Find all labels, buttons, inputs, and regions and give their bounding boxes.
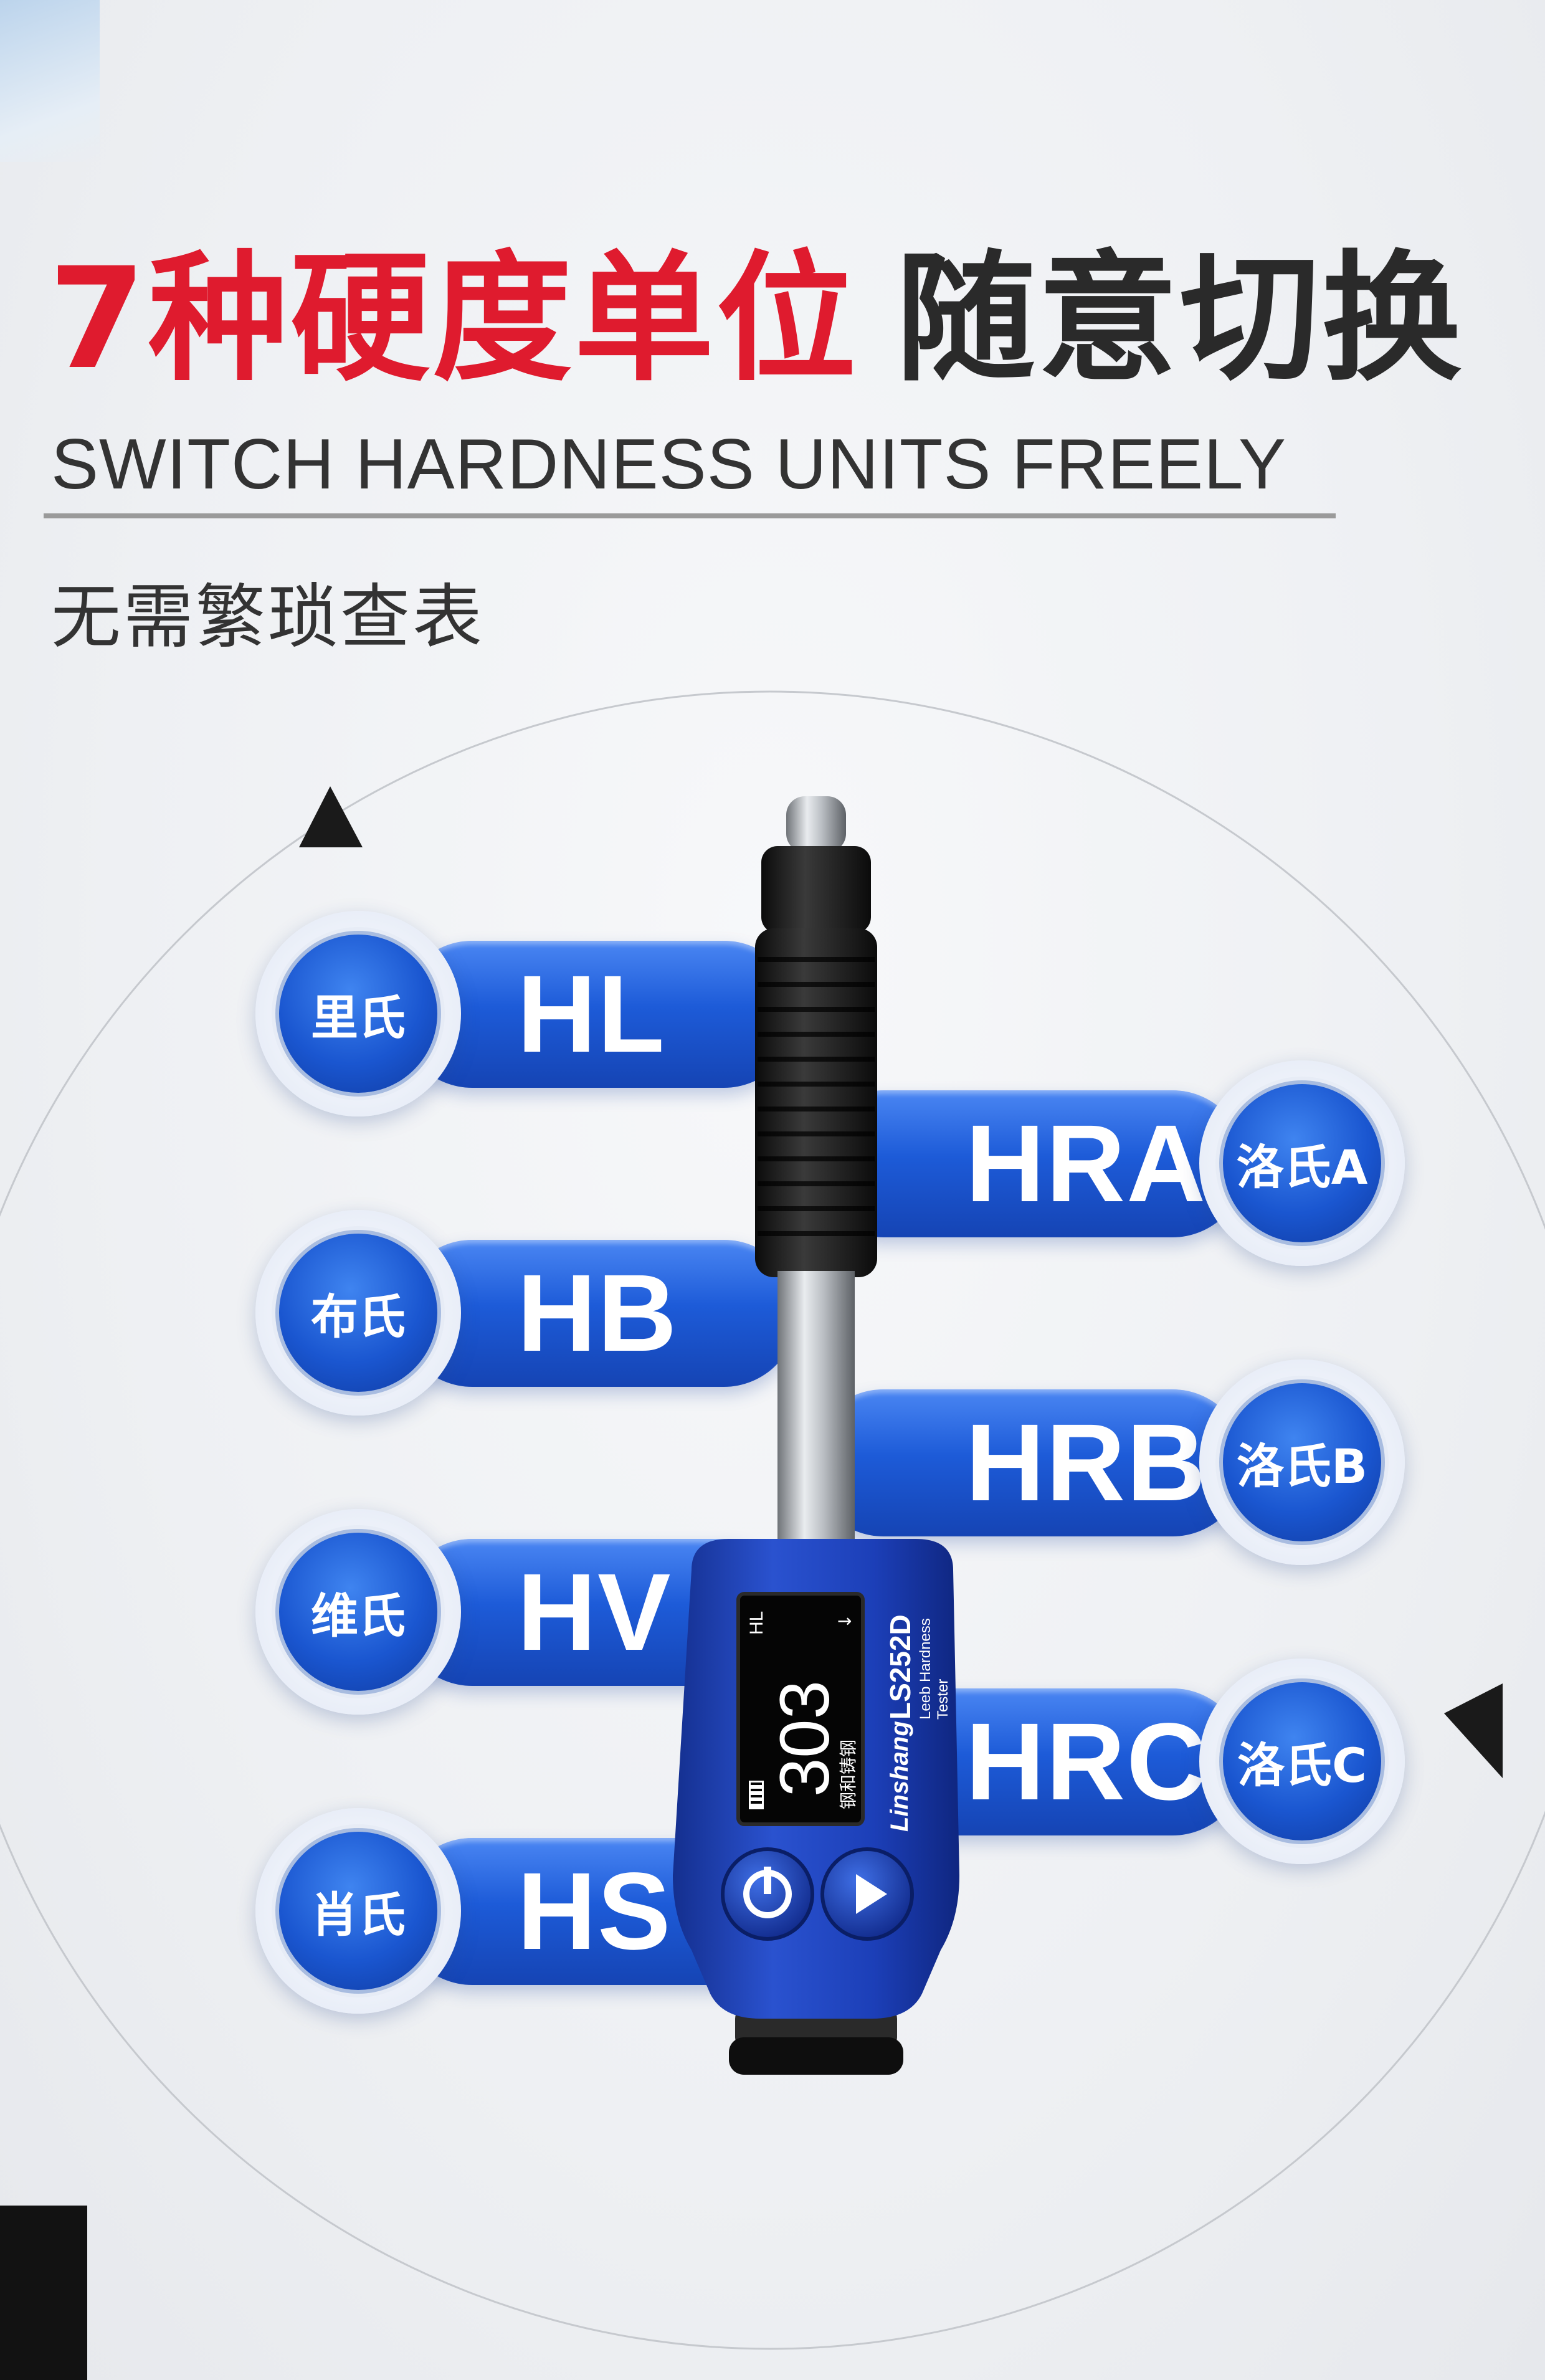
title-divider (44, 513, 1336, 518)
device-model-desc: Leeb Hardness Tester (917, 1618, 948, 1720)
page-subtitle: SWITCH HARDNESS UNITS FREELY (51, 425, 1287, 504)
unit-name: 洛氏C (1237, 1738, 1367, 1793)
probe-shaft (777, 1271, 855, 1583)
unit-badge-hra[interactable]: 洛氏A (1199, 1060, 1405, 1266)
probe-tip (786, 796, 846, 852)
device-brand: Linshang (886, 1721, 913, 1832)
battery-icon (749, 1781, 764, 1809)
screen-material: 钢和铸钢 (838, 1739, 858, 1809)
screen-unit: HL (746, 1611, 767, 1635)
page-title: 7种硬度单位随意切换 (49, 249, 1464, 389)
unit-name: 洛氏B (1237, 1439, 1367, 1494)
unit-badge-hrc[interactable]: 洛氏C (1199, 1659, 1405, 1864)
device-model: LS252D (884, 1614, 916, 1720)
unit-name: 洛氏A (1236, 1140, 1368, 1195)
unit-pill-hl[interactable]: HL (399, 941, 797, 1088)
unit-name: 维氏 (311, 1588, 406, 1644)
unit-code: HRC (966, 1701, 1207, 1823)
unit-badge-hv[interactable]: 维氏 (255, 1509, 461, 1715)
unit-code: HS (517, 1850, 672, 1973)
grip-ridges (758, 957, 875, 1236)
unit-name: 布氏 (311, 1289, 406, 1345)
device-label: Linshang LS252D Leeb Hardness Tester (880, 1595, 948, 1832)
tagline: 无需繁琐查表 (51, 577, 485, 658)
corner-accent-bottom-left (0, 2206, 87, 2380)
unit-badge-hb[interactable]: 布氏 (255, 1210, 461, 1416)
title-rest: 随意切换 (895, 237, 1464, 400)
screen-reading: 303 (766, 1680, 844, 1797)
triangle-arrow-icon (299, 786, 363, 847)
corner-accent-top-left (0, 0, 100, 162)
probe-grip (755, 928, 877, 1277)
unit-name: 肖氏 (311, 1887, 406, 1943)
screen-display: HL 303 钢和铸钢 ↓ (741, 1596, 860, 1822)
unit-code: HRB (966, 1402, 1207, 1524)
probe-cap (761, 846, 871, 933)
unit-code: HL (517, 953, 666, 1075)
triangle-arrow-icon (1444, 1683, 1503, 1778)
screen-direction: ↓ (835, 1614, 855, 1629)
device-screen (736, 1592, 865, 1826)
unit-name: 里氏 (311, 990, 406, 1045)
cycle-ring-circle (0, 690, 1545, 2350)
unit-code: HV (517, 1551, 672, 1673)
unit-badge-hs[interactable]: 肖氏 (255, 1808, 461, 2014)
unit-pill-hrb[interactable]: HRB (810, 1389, 1246, 1536)
play-icon (856, 1874, 887, 1914)
unit-code: HRA (966, 1103, 1207, 1225)
unit-pill-hra[interactable]: HRA (810, 1090, 1246, 1237)
unit-badge-hrb[interactable]: 洛氏B (1199, 1359, 1405, 1565)
unit-pill-hb[interactable]: HB (399, 1240, 797, 1387)
unit-badge-hl[interactable]: 里氏 (255, 911, 461, 1116)
unit-code: HB (517, 1252, 678, 1374)
title-highlight: 7种硬度单位 (49, 237, 858, 400)
